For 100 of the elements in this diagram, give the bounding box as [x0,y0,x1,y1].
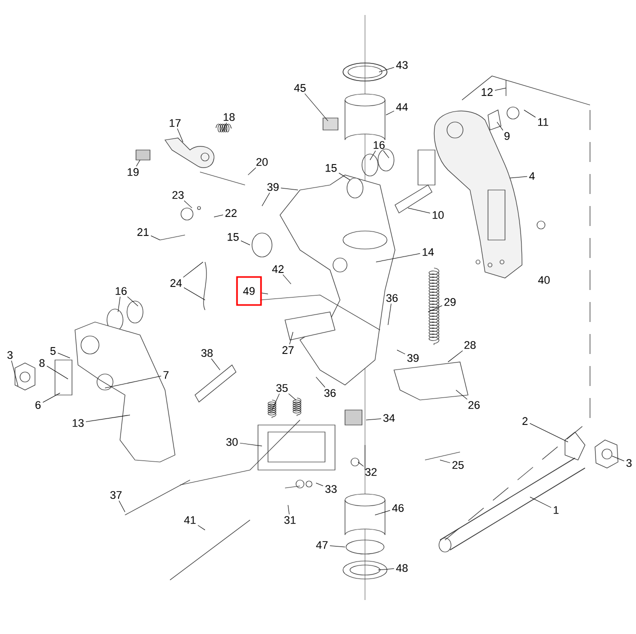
callout-number: 44 [396,103,408,111]
callout-number: 39 [267,183,279,191]
leader-line [177,128,184,142]
callout-number: 45 [294,84,306,92]
leader-line [118,500,126,512]
leader-line [456,390,468,400]
leader-line [184,200,192,208]
callout-number: 2 [522,417,528,425]
leader-line [118,296,120,312]
callout-number: 3 [626,459,632,467]
callout-number: 23 [172,191,184,199]
callout-number: 29 [444,298,456,306]
callout-number: 9 [504,132,510,140]
callout-number: 11 [538,118,548,126]
leader-line [127,296,138,306]
leader-line [198,525,206,530]
leader-line [150,235,160,240]
callout-number: 40 [538,276,550,284]
leader-line [530,496,552,508]
callout-number: 16 [116,287,127,295]
leader-line [262,192,270,206]
leader-line [248,167,256,176]
callout-number: 16 [374,141,385,149]
callout-number: 15 [228,233,239,241]
leader-line [214,214,224,218]
leader-line [376,253,420,262]
leader-line [338,172,350,180]
callout-number: 36 [324,389,336,397]
leader-line [211,358,220,370]
callout-number: 49 [236,276,262,306]
callout-number: 41 [184,516,196,524]
leader-line [530,423,568,442]
leader-line [370,150,376,160]
leader-line [58,352,70,358]
callout-number: 22 [225,209,237,217]
leader-line [524,110,536,118]
leader-line [358,462,364,467]
callout-number: 6 [36,401,41,409]
callout-number: 19 [128,168,139,176]
callout-number: 33 [325,485,337,493]
callout-number: 42 [272,265,284,273]
callout-number: 15 [326,164,337,172]
callout-number: 20 [256,158,268,166]
leader-line [272,393,280,410]
leader-line [396,350,406,354]
callout-number: 28 [464,341,476,349]
leader-line [46,366,68,380]
leader-line [494,88,506,91]
callout-number: 37 [110,491,122,499]
leader-line [510,176,528,178]
callout-number: 32 [365,468,377,476]
callout-number: 46 [392,504,404,512]
callout-number: 3 [7,351,13,359]
leader-line [262,292,268,294]
callout-number: 5 [50,347,56,355]
leader-line [388,303,392,326]
leader-line [289,332,294,345]
callout-number: 4 [529,172,535,180]
callout-number: 30 [226,438,238,446]
callout-number: 21 [137,228,149,236]
callout-number: 7 [164,371,168,379]
callout-number: 38 [201,349,213,357]
leader-line [288,393,296,400]
leader-line [378,568,394,570]
leader-line [104,376,162,388]
callout-number: 25 [452,461,464,469]
leader-line [330,545,346,548]
leader-line [282,274,292,284]
callout-number: 48 [396,564,408,572]
callout-number: 8 [39,359,45,367]
leader-line [183,262,204,278]
leader-line [612,456,624,462]
callout-number: 39 [407,354,419,362]
callout-number: 34 [383,414,395,422]
callout-number: 17 [170,119,181,127]
leader-line [448,350,463,362]
callout-number: 10 [432,211,444,219]
callout-number: 27 [282,346,294,354]
leader-line [288,504,290,515]
leader-line [378,67,394,72]
callout-number: 13 [72,419,84,427]
leader-line [304,93,328,122]
leader-line [240,442,262,446]
leader-line [374,510,390,516]
leader-line [496,122,504,131]
leader-line [366,418,382,420]
callout-number: 43 [396,61,408,69]
leader-line [440,460,450,464]
callout-number: 35 [276,384,288,392]
leader-line [184,287,206,300]
leader-line [11,360,18,386]
leader-line [240,240,250,246]
callout-number: 1 [554,506,559,514]
leader-line [316,376,326,388]
leader-line [136,160,140,167]
callout-number: 12 [482,88,493,96]
callout-number: 24 [170,279,182,287]
leader-line [280,188,298,190]
callout-number: 26 [468,401,480,409]
callout-number: 31 [284,516,296,524]
